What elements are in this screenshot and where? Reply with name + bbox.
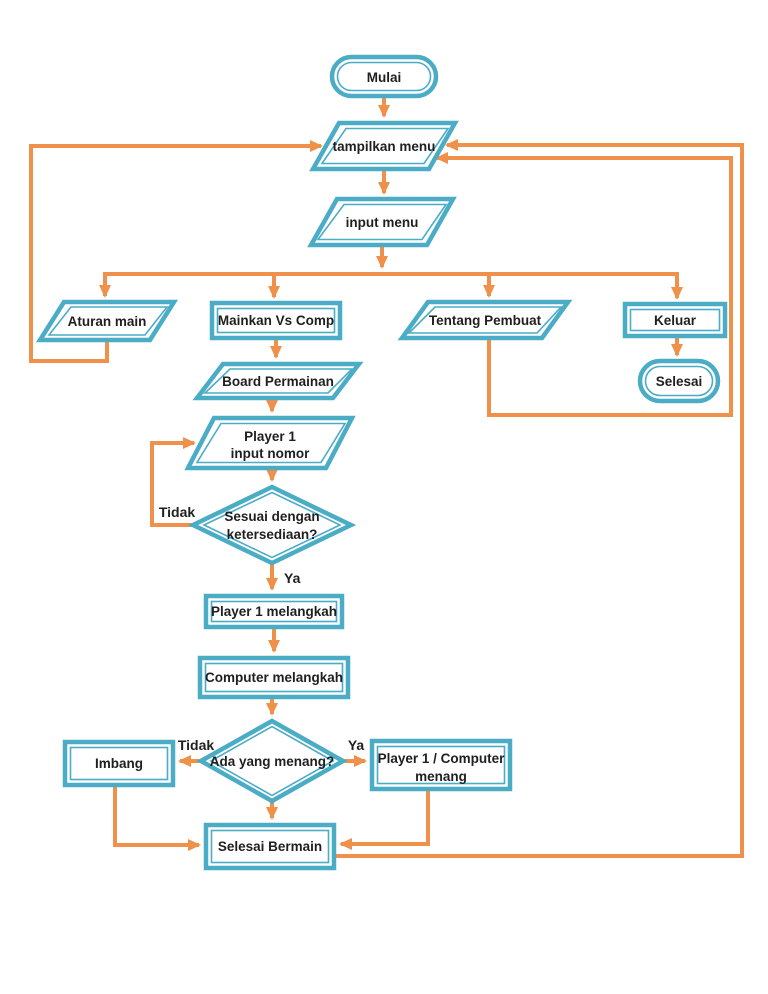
node-cek-ketersediaan xyxy=(187,484,357,566)
label-tentang-pembuat: Tentang Pembuat xyxy=(429,313,542,328)
label-selesai: Selesai xyxy=(656,374,703,389)
label-imbang: Imbang xyxy=(95,756,143,771)
label-cek-line1: Sesuai dengan xyxy=(224,509,319,524)
edge-tentang-menu-loop xyxy=(435,152,733,417)
node-selesai-bermain xyxy=(203,822,337,871)
node-input-menu xyxy=(307,196,457,248)
label-input-menu: input menu xyxy=(346,215,419,230)
node-pemenang xyxy=(369,738,513,792)
label-player1-input-line1: Player 1 xyxy=(244,429,296,444)
label-mulai: Mulai xyxy=(367,70,402,85)
edge-cek-tidak-loop xyxy=(150,437,196,527)
label-tidak-1: Tidak xyxy=(159,504,196,520)
label-pemenang-line1: Player 1 / Computer xyxy=(378,751,506,766)
label-selesai-bermain: Selesai Bermain xyxy=(218,839,322,854)
label-player1-melangkah: Player 1 melangkah xyxy=(211,604,337,619)
edge-pemenang-selesaibermain xyxy=(339,791,430,850)
node-aturan-main xyxy=(35,299,179,343)
label-tampilkan-menu: tampilkan menu xyxy=(333,139,436,154)
label-player1-input-line2: input nomor xyxy=(231,446,310,461)
node-tentang-pembuat xyxy=(397,299,573,341)
node-selesai xyxy=(637,358,721,404)
edges-group xyxy=(29,96,744,858)
node-tampilkan-menu xyxy=(309,120,459,172)
edge-selesaibermain-menu-loop xyxy=(334,139,744,858)
edge-imbang-selesaibermain xyxy=(113,785,201,851)
node-keluar xyxy=(622,301,728,339)
label-mainkan-vs-comp: Mainkan Vs Comp xyxy=(218,313,334,328)
labels-group: Mulai tampilkan menu input menu Aturan m… xyxy=(68,70,703,854)
node-player1-melangkah xyxy=(203,593,345,630)
label-tidak-2: Tidak xyxy=(178,737,215,753)
label-ya-1: Ya xyxy=(284,570,301,586)
label-board-permainan: Board Permainan xyxy=(222,374,334,389)
shapes-group xyxy=(35,54,728,871)
label-ada-yang-menang: Ada yang menang? xyxy=(210,754,335,769)
node-mulai xyxy=(329,54,439,99)
edge-aturan-menu-loop xyxy=(29,140,323,363)
node-computer-melangkah xyxy=(197,655,351,700)
label-ya-2: Ya xyxy=(348,737,365,753)
label-keluar: Keluar xyxy=(654,313,697,328)
label-computer-melangkah: Computer melangkah xyxy=(205,670,343,685)
node-player1-input-nomor xyxy=(184,415,356,471)
label-cek-line2: ketersediaan? xyxy=(227,527,318,542)
node-mainkan-vs-comp xyxy=(209,300,343,341)
node-imbang xyxy=(62,739,176,788)
node-board-permainan xyxy=(192,361,364,401)
node-ada-yang-menang xyxy=(196,718,348,804)
label-aturan-main: Aturan main xyxy=(68,314,147,329)
label-pemenang-line2: menang xyxy=(415,769,467,784)
